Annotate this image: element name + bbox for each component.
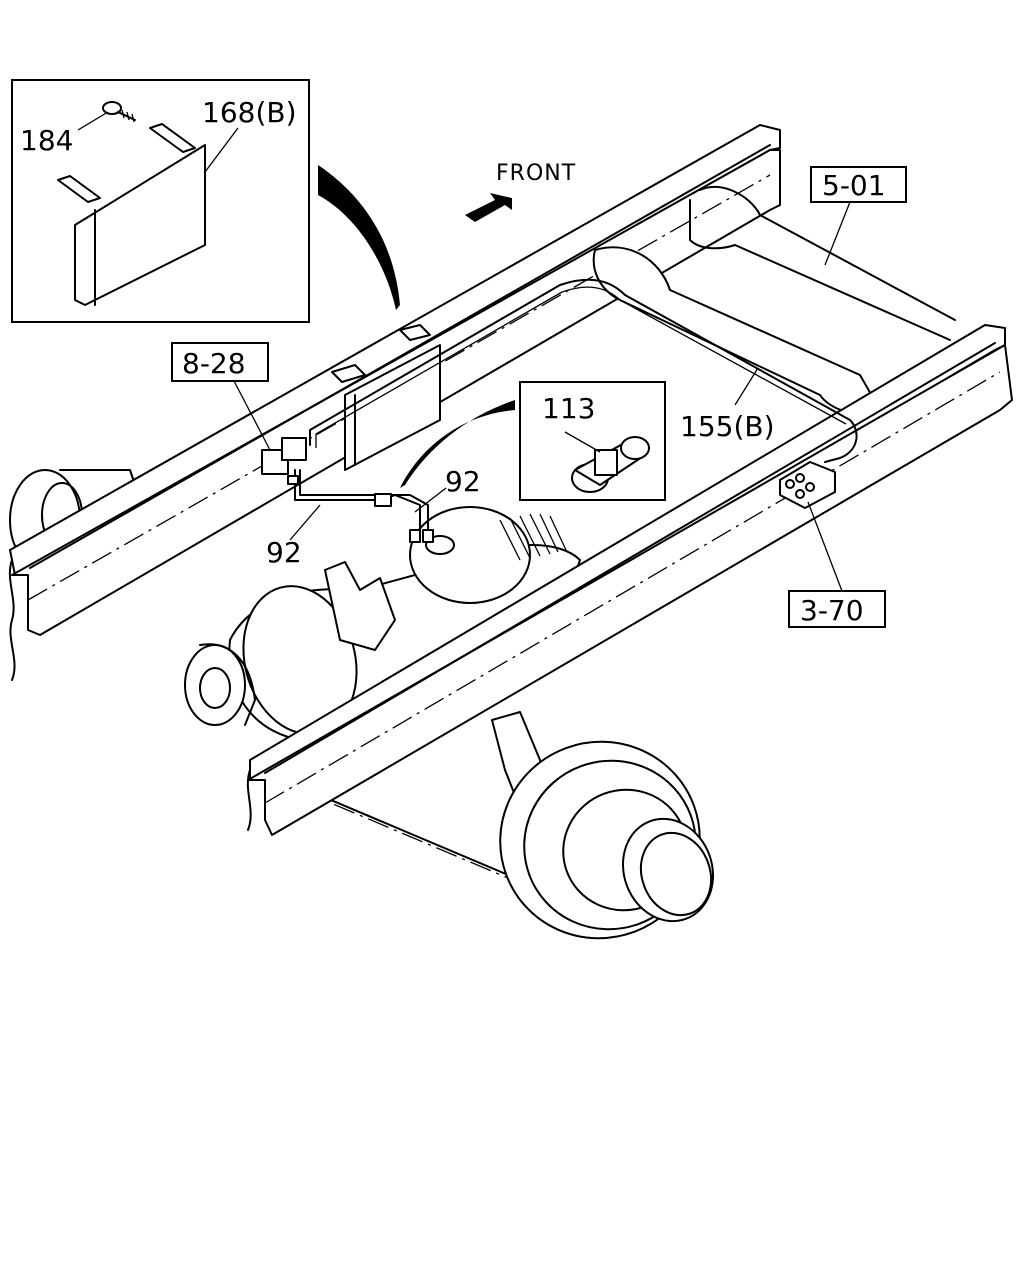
callout-bracket-plate: 168(B) [202,96,297,129]
section-ref-joint-text: 3-70 [800,594,864,627]
inset-pointer-arrow [318,165,400,310]
front-arrow-icon [465,193,512,222]
rear-axle [259,711,715,940]
section-ref-frame: 5-01 [810,166,907,266]
section-ref-valve-text: 8-28 [182,347,246,380]
section-ref-joint: 3-70 [788,501,886,628]
callout-clip: 113 [542,392,595,425]
front-label: FRONT [496,161,576,186]
bolt-icon [102,101,136,123]
frame-cross-member [592,185,956,415]
brake-pipe-long [309,278,858,463]
callout-bolt: 184 [20,124,73,157]
section-ref-valve: 8-28 [171,342,271,451]
inset-bracket-detail: 184 168(B) [11,79,310,323]
front-direction-indicator: FRONT [465,161,576,222]
callout-pipe-long: 155(B) [680,410,775,443]
callout-pipe-lower: 92 [266,536,302,569]
inset-clip-detail: 113 [519,381,666,501]
section-ref-frame-text: 5-01 [822,169,886,202]
brake-joint-block [779,461,836,509]
valve-and-pipes [261,437,434,543]
callout-pipe-upper: 92 [445,465,481,498]
differential-housing [9,469,581,741]
clip-pointer-arrow [400,400,515,488]
